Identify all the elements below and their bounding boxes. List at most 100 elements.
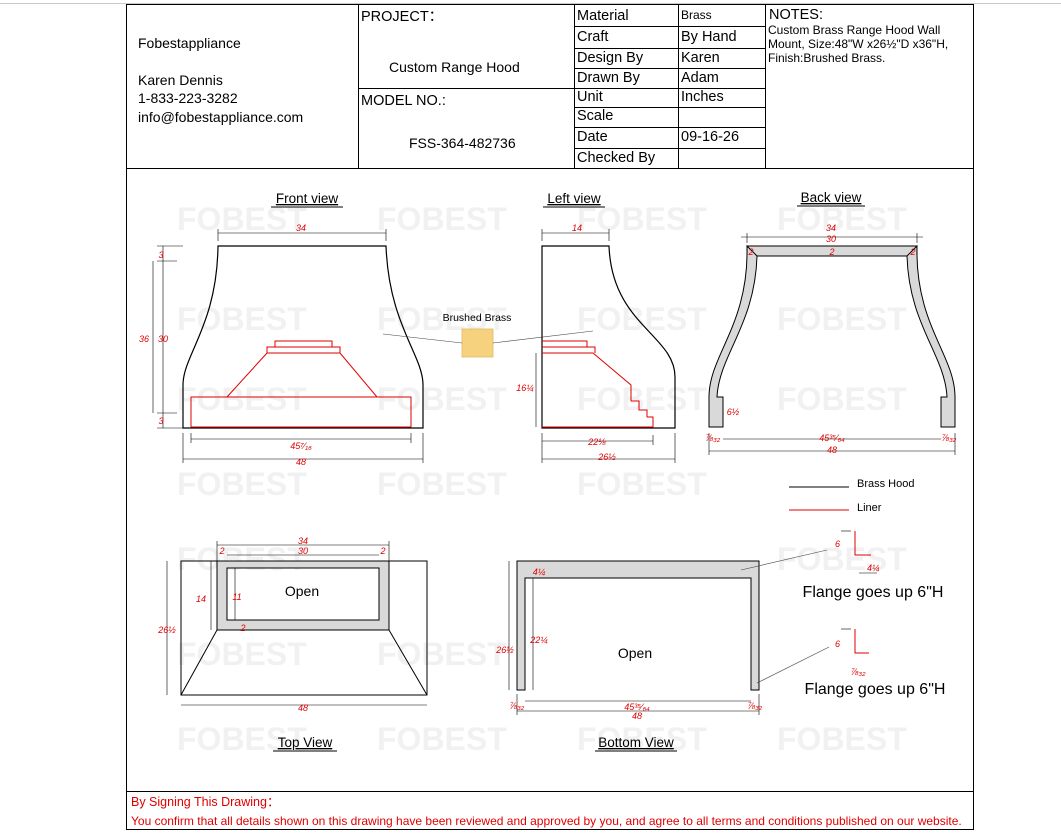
company-name: Fobestappliance: [138, 35, 241, 51]
signing-text: You confirm that all details shown on th…: [131, 814, 962, 828]
dim-top-r: 2: [379, 546, 385, 556]
dim-front-h-outer: 36: [139, 334, 149, 344]
svg-text:FOBEST: FOBEST: [177, 541, 307, 577]
model-value: FSS-364-482736: [409, 135, 516, 151]
legend-brass: Brass Hood: [857, 478, 914, 490]
divider: [678, 5, 679, 168]
divider: [574, 88, 765, 89]
field-label-material: Material: [577, 8, 629, 24]
front-view: Front view 34 36 30: [139, 191, 424, 467]
field-label-design: Design By: [577, 50, 644, 66]
swatch-label: Brushed Brass: [443, 312, 512, 324]
dim-back-notch: 6½: [727, 407, 740, 417]
front-view-title: Front view: [276, 191, 339, 206]
field-value-drawn: Adam: [681, 70, 719, 86]
field-value-unit: Inches: [681, 89, 724, 105]
dim-back-mid: 2: [828, 247, 834, 257]
dim-back-side-l: 2: [747, 247, 753, 257]
svg-text:FOBEST: FOBEST: [177, 466, 307, 502]
bottom-view: Bottom View Open 4¼ 26½ 22¼ ⅞₃₂ ⅞₃₂ 45³⁵…: [495, 549, 830, 752]
dim-back-top-outer: 34: [826, 223, 836, 233]
dim-back-gap-l: ⅞₃₂: [706, 433, 721, 443]
flange-lower-label: Flange goes up 6"H: [805, 681, 946, 698]
dim-top-open-off: 2: [239, 623, 245, 633]
flange-detail-upper: 6 4¼ Flange goes up 6"H: [803, 530, 944, 601]
company-contact: Karen Dennis: [138, 72, 223, 88]
dim-front-liner-w: 45⁷⁄₁₆: [290, 441, 312, 451]
divider: [358, 5, 359, 168]
dim-top-inner: 30: [298, 546, 308, 556]
dim-left-liner-w: 22⅛: [587, 437, 606, 447]
dim-front-top-off: 3: [158, 250, 163, 260]
brushed-brass-swatch: Brushed Brass: [382, 312, 594, 358]
left-view-title: Left view: [547, 191, 601, 206]
technical-drawing: FOBEST FOBEST FOBEST FOBEST FOBEST FOBEST FOB…: [139, 190, 957, 757]
dim-front-top: 34: [296, 223, 306, 233]
model-label: MODEL NO.:: [361, 93, 446, 109]
svg-text:FOBEST: FOBEST: [777, 381, 907, 417]
divider: [574, 107, 765, 108]
field-value-design: Karen: [681, 50, 720, 66]
footer-rule: [127, 791, 973, 792]
svg-text:FOBEST: FOBEST: [377, 721, 507, 757]
title-block: Fobestappliance Karen Dennis 1-833-223-3…: [127, 5, 973, 169]
notes-label: NOTES:: [769, 7, 823, 23]
page-top-rule: [0, 3, 1061, 4]
dim-top-w: 48: [298, 703, 308, 713]
svg-text:FOBEST: FOBEST: [377, 636, 507, 672]
company-phone: 1-833-223-3282: [138, 90, 238, 106]
svg-text:FOBEST: FOBEST: [577, 381, 707, 417]
back-view-title: Back view: [801, 190, 862, 205]
flange-upper-label: Flange goes up 6"H: [803, 584, 944, 601]
dim-front-h-inner: 30: [158, 334, 168, 344]
top-view-title: Top View: [278, 735, 333, 750]
divider: [574, 127, 765, 128]
svg-text:FOBEST: FOBEST: [377, 201, 507, 237]
svg-text:FOBEST: FOBEST: [777, 201, 907, 237]
field-label-date: Date: [577, 129, 608, 145]
svg-text:FOBEST: FOBEST: [377, 381, 507, 417]
svg-text:FOBEST: FOBEST: [177, 201, 307, 237]
dim-flange2-h: 6: [835, 639, 840, 649]
dim-left-top: 14: [572, 223, 582, 233]
drawing-sheet: Fobestappliance Karen Dennis 1-833-223-3…: [126, 4, 974, 830]
dim-back-inner-w: 45³⁵⁄₆₄: [819, 433, 845, 443]
dim-front-bot-off: 3: [158, 416, 163, 426]
dim-back-side-r: 2: [909, 247, 915, 257]
svg-text:FOBEST: FOBEST: [177, 381, 307, 417]
field-label-checked: Checked By: [577, 150, 656, 166]
divider: [574, 68, 765, 69]
dim-left-w: 26½: [597, 452, 616, 462]
dim-back-gap-r: ⅞₃₂: [942, 433, 957, 443]
line-legend: Brass Hood Liner: [789, 478, 914, 514]
svg-text:FOBEST: FOBEST: [177, 301, 307, 337]
field-label-craft: Craft: [577, 29, 609, 45]
top-view: Top View Open 34 30 2 2 14 11: [157, 536, 428, 752]
field-label-unit: Unit: [577, 89, 603, 105]
dim-bot-w: 48: [632, 711, 642, 721]
field-value-date: 09-16-26: [681, 129, 740, 145]
svg-text:FOBEST: FOBEST: [577, 466, 707, 502]
dim-back-w: 48: [827, 445, 837, 455]
dim-front-w: 48: [296, 457, 306, 467]
signing-title: By Signing This Drawing：: [131, 795, 280, 809]
svg-text:FOBEST: FOBEST: [177, 636, 307, 672]
flange-detail-lower: 6 ⅞₃₂ Flange goes up 6"H: [805, 628, 946, 698]
divider: [574, 48, 765, 49]
dim-left-liner-h: 16¼: [516, 383, 534, 393]
bottom-open-label: Open: [618, 645, 652, 661]
divider: [765, 5, 766, 168]
dim-bot-gap-r: ⅞₃₂: [748, 701, 763, 711]
dim-flange1-h: 6: [835, 539, 840, 549]
dim-top-h: 14: [196, 594, 206, 604]
field-label-scale: Scale: [577, 108, 614, 124]
svg-text:FOBEST: FOBEST: [777, 541, 907, 577]
bottom-view-title: Bottom View: [598, 735, 674, 750]
top-open-label: Open: [285, 583, 319, 599]
field-label-drawn: Drawn By: [577, 70, 640, 86]
dim-bot-inner: 22¼: [529, 635, 548, 645]
dim-bot-depth: 26½: [495, 645, 514, 655]
dim-flange2-w: ⅞₃₂: [851, 667, 866, 677]
divider: [358, 88, 574, 89]
divider: [574, 26, 765, 27]
